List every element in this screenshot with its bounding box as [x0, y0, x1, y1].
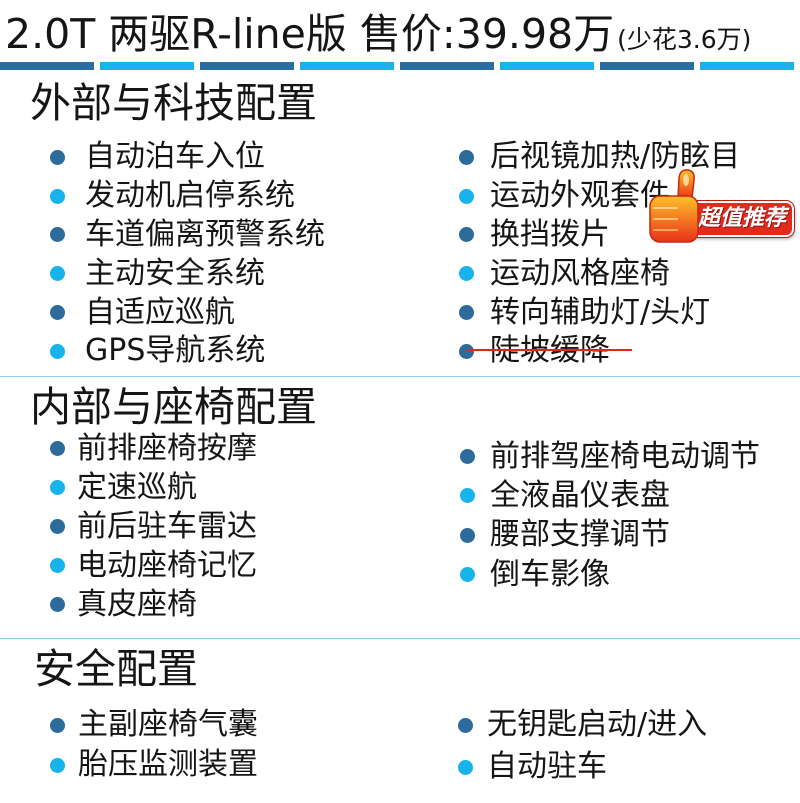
bullet-dot-icon — [460, 567, 475, 583]
bullet-dot-icon — [50, 441, 65, 456]
bullet-dot-icon — [50, 717, 65, 733]
page-title: 2.0T 两驱R-line版 售价:39.98万 — [5, 10, 615, 58]
feature-label: 前排驾座椅电动调节 — [490, 438, 760, 474]
exterior-feature-item: 换挡拨片 — [459, 216, 740, 255]
bullet-dot-icon — [459, 305, 474, 321]
bullet-dot-icon — [459, 149, 474, 165]
bullet-dot-icon — [50, 266, 65, 282]
safety-feature-item: 自动驻车 — [458, 746, 707, 788]
feature-label: 电动座椅记忆 — [77, 547, 257, 583]
exterior-feature-item: 运动外观套件 — [459, 177, 740, 216]
feature-label: 发动机启停系统 — [85, 178, 295, 214]
bullet-dot-icon — [50, 227, 65, 243]
feature-label: 运动风格座椅 — [490, 255, 670, 291]
feature-label: 主副座椅气囊 — [78, 707, 258, 742]
section-divider — [0, 638, 800, 639]
bullet-dot-icon — [50, 305, 65, 321]
exterior-list-right: 后视镜加热/防眩目 运动外观套件 换挡拨片 运动风格座椅 转向辅助灯/头灯 陡坡… — [459, 138, 740, 371]
feature-label: 运动外观套件 — [490, 178, 670, 214]
feature-label: 定速巡航 — [77, 469, 197, 505]
bullet-dot-icon — [459, 227, 474, 243]
feature-label: 腰部支撑调节 — [490, 517, 670, 553]
bullet-dot-icon — [50, 149, 65, 165]
feature-label: 前后驻车雷达 — [77, 508, 257, 544]
exterior-feature-item: 主动安全系统 — [50, 254, 325, 293]
feature-label: 自适应巡航 — [85, 294, 235, 330]
safety-feature-item: 主副座椅气囊 — [50, 705, 258, 745]
thumbs-up-icon — [649, 169, 699, 243]
page-header: 2.0T 两驱R-line版 售价:39.98万 (少花3.6万) — [5, 6, 751, 62]
feature-label: 全液晶仪表盘 — [490, 477, 670, 513]
exterior-feature-item-struck: 陡坡缓降 — [459, 332, 740, 371]
exterior-feature-item: 自适应巡航 — [50, 293, 325, 332]
exterior-feature-item: GPS导航系统 — [50, 332, 325, 371]
interior-feature-item: 倒车影像 — [460, 555, 760, 594]
bullet-dot-icon — [50, 757, 65, 773]
bullet-dot-icon — [50, 597, 65, 612]
feature-label: 后视镜加热/防眩目 — [490, 139, 741, 175]
interior-feature-item: 腰部支撑调节 — [460, 516, 760, 555]
feature-label: 无钥匙启动/进入 — [487, 707, 708, 742]
feature-label: 转向辅助灯/头灯 — [490, 294, 711, 330]
feature-label: 前排座椅按摩 — [77, 430, 257, 466]
feature-label: 真皮座椅 — [77, 586, 197, 622]
exterior-feature-item: 后视镜加热/防眩目 — [459, 138, 740, 177]
bullet-dot-icon — [459, 266, 474, 282]
exterior-feature-item: 车道偏离预警系统 — [50, 216, 325, 255]
feature-label: 陡坡缓降 — [490, 333, 610, 369]
section-title-safety: 安全配置 — [34, 645, 198, 693]
exterior-feature-item: 自动泊车入位 — [50, 138, 325, 177]
bullet-dot-icon — [459, 188, 474, 204]
section-divider — [0, 376, 800, 377]
feature-label: 车道偏离预警系统 — [85, 216, 325, 252]
interior-feature-item: 前排驾座椅电动调节 — [460, 437, 760, 476]
savings-note: (少花3.6万) — [617, 25, 752, 54]
feature-label: 主动安全系统 — [85, 255, 265, 291]
interior-feature-item: 真皮座椅 — [50, 585, 257, 624]
bullet-dot-icon — [458, 717, 473, 733]
interior-feature-item: 全液晶仪表盘 — [460, 476, 760, 515]
section-title-exterior: 外部与科技配置 — [30, 79, 317, 127]
safety-list-left: 主副座椅气囊 胎压监测装置 — [50, 705, 258, 785]
feature-label: 自动泊车入位 — [85, 139, 265, 175]
bullet-dot-icon — [460, 449, 475, 465]
bullet-dot-icon — [50, 343, 65, 359]
bullet-dot-icon — [459, 343, 474, 359]
feature-label: 自动驻车 — [487, 749, 607, 784]
feature-label: 胎压监测装置 — [78, 747, 258, 782]
bullet-dot-icon — [50, 558, 65, 573]
header-stripe-divider — [0, 62, 800, 70]
exterior-feature-item: 发动机启停系统 — [50, 177, 325, 216]
recommend-badge: 超值推荐 — [690, 201, 794, 237]
bullet-dot-icon — [50, 480, 65, 495]
safety-feature-item: 胎压监测装置 — [50, 745, 258, 785]
interior-feature-item: 定速巡航 — [50, 468, 257, 507]
interior-feature-item: 前排座椅按摩 — [50, 429, 257, 468]
safety-list-right: 无钥匙启动/进入 自动驻车 — [458, 704, 707, 788]
interior-feature-item: 电动座椅记忆 — [50, 546, 257, 585]
interior-feature-item: 前后驻车雷达 — [50, 507, 257, 546]
exterior-feature-item: 运动风格座椅 — [459, 254, 740, 293]
bullet-dot-icon — [50, 519, 65, 534]
exterior-feature-item: 转向辅助灯/头灯 — [459, 293, 740, 332]
bullet-dot-icon — [460, 527, 475, 543]
bullet-dot-icon — [50, 188, 65, 204]
interior-list-right: 前排驾座椅电动调节 全液晶仪表盘 腰部支撑调节 倒车影像 — [460, 437, 760, 594]
bullet-dot-icon — [460, 488, 475, 504]
exterior-list-left: 自动泊车入位 发动机启停系统 车道偏离预警系统 主动安全系统 自适应巡航 GPS… — [50, 138, 325, 371]
feature-label: 换挡拨片 — [490, 216, 610, 252]
bullet-dot-icon — [458, 759, 473, 775]
section-title-interior: 内部与座椅配置 — [30, 383, 317, 431]
feature-label: GPS导航系统 — [85, 333, 266, 369]
interior-list-left: 前排座椅按摩 定速巡航 前后驻车雷达 电动座椅记忆 真皮座椅 — [50, 429, 257, 624]
safety-feature-item: 无钥匙启动/进入 — [458, 704, 707, 746]
feature-label: 倒车影像 — [490, 556, 610, 592]
